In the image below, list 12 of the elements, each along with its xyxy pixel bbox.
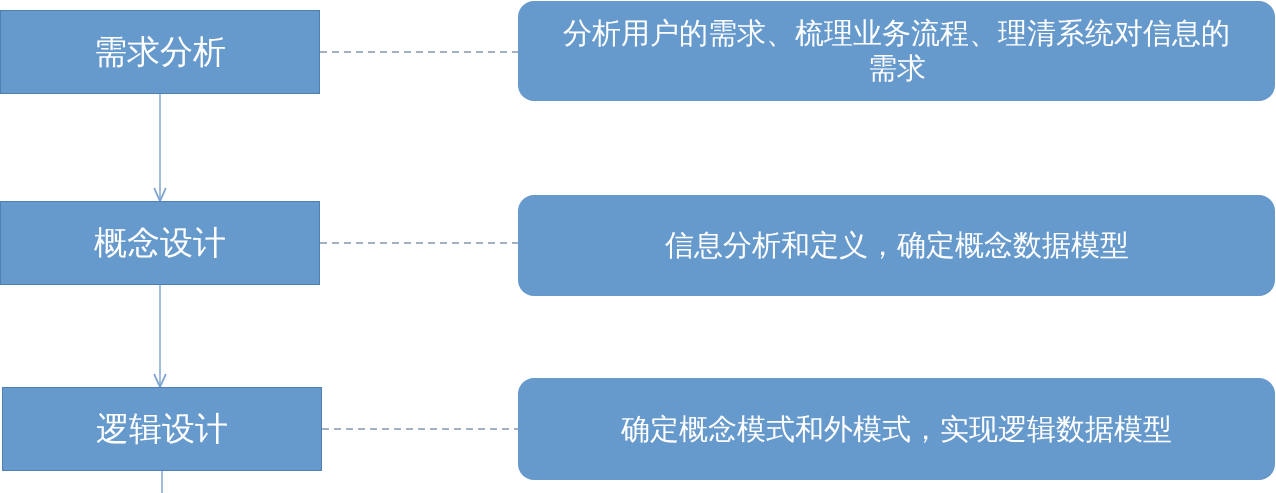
dashed-connector: [319, 242, 519, 244]
process-box: 需求分析: [0, 10, 320, 94]
arrow: [153, 284, 167, 388]
arrow: [153, 93, 167, 202]
process-box: 逻辑设计: [2, 387, 322, 471]
dashed-connector: [321, 428, 519, 430]
description-box: 确定概念模式和外模式，实现逻辑数据模型: [518, 378, 1275, 480]
description-box: 信息分析和定义，确定概念数据模型: [518, 195, 1275, 296]
description-box: 分析用户的需求、梳理业务流程、理清系统对信息的需求: [518, 1, 1275, 101]
process-box: 概念设计: [0, 201, 320, 285]
connector-line: [161, 470, 163, 493]
dashed-connector: [319, 51, 519, 53]
